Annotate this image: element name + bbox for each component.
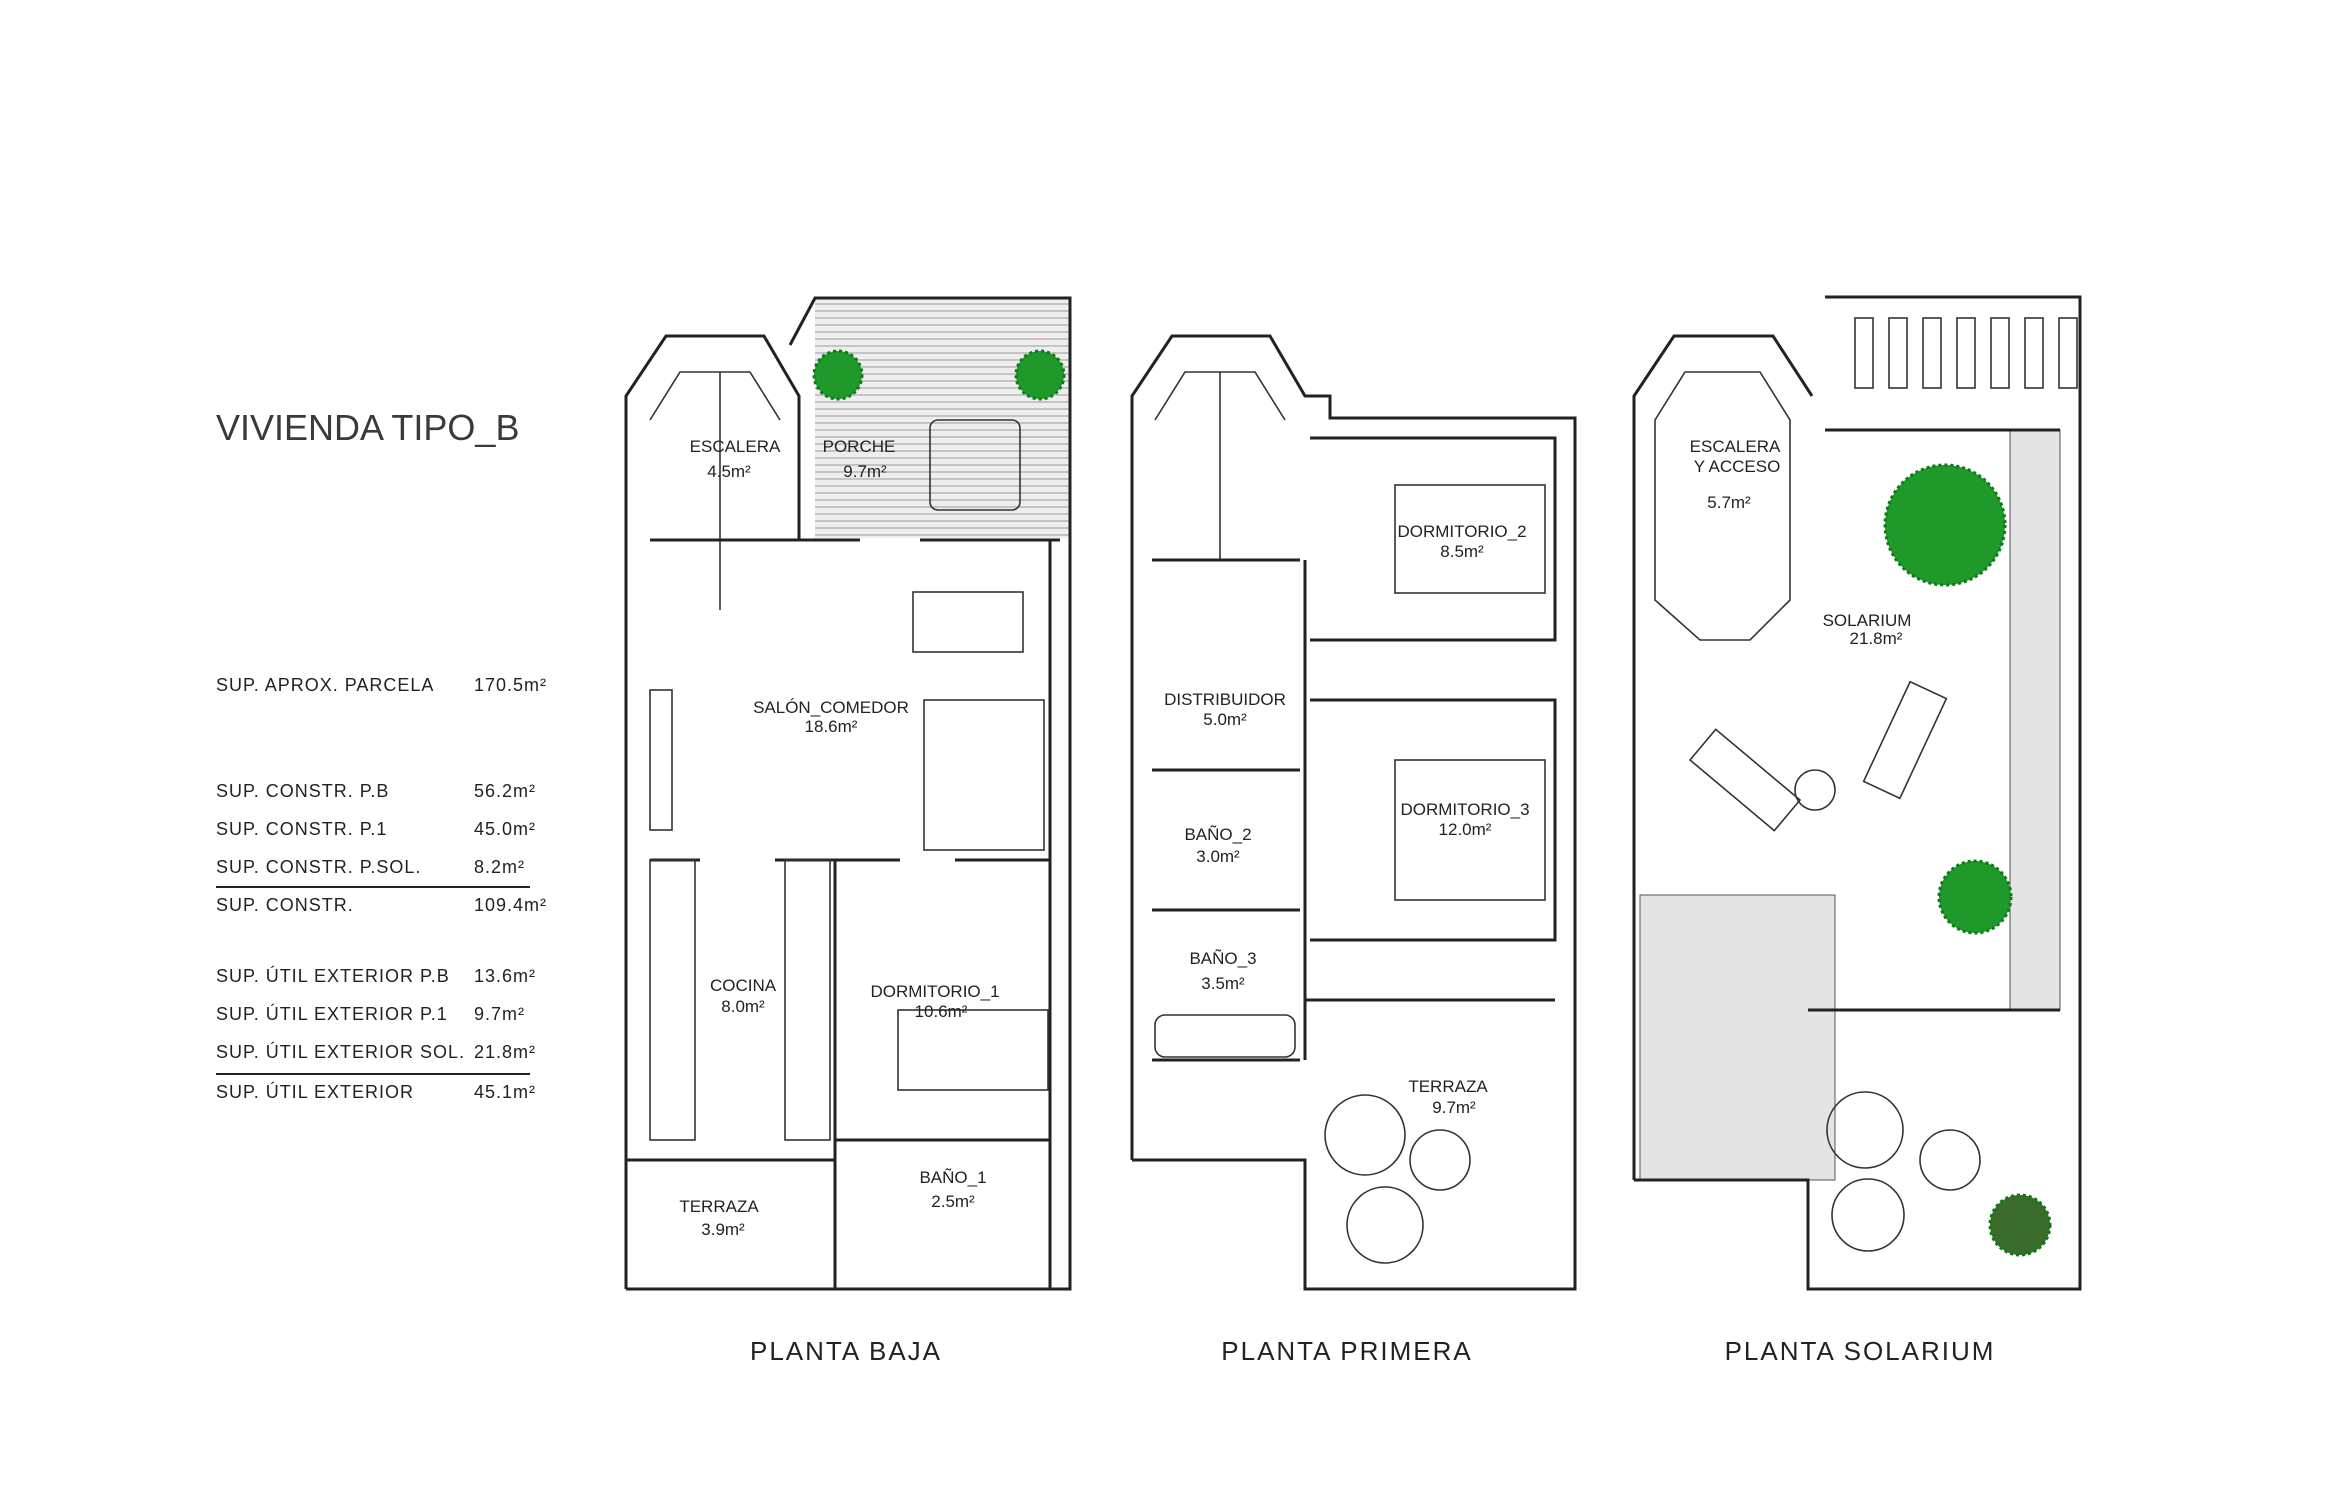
room-label: DORMITORIO_1 (870, 982, 999, 1001)
summary-value: 21.8m² (474, 1042, 536, 1062)
plant-icon (812, 349, 864, 401)
summary-label: SUP. ÚTIL EXTERIOR SOL. (216, 1041, 465, 1062)
room-area: 8.0m² (721, 997, 765, 1016)
room-label: PORCHE (823, 437, 896, 456)
room-area: 12.0m² (1439, 820, 1492, 839)
room-area: 21.8m² (1850, 629, 1903, 648)
sheet-title: VIVIENDA TIPO_B (216, 407, 519, 448)
summary-label: SUP. ÚTIL EXTERIOR (216, 1081, 414, 1102)
room-area: 9.7m² (843, 462, 887, 481)
plan-planta-primera: DISTRIBUIDOR 5.0m² DORMITORIO_2 8.5m² DO… (1130, 334, 1577, 1366)
pergola-slat (2058, 317, 2078, 389)
plan-title: PLANTA SOLARIUM (1725, 1336, 1996, 1366)
summary-label: SUP. CONSTR. P.1 (216, 819, 387, 839)
summary-value: 8.2m² (474, 857, 525, 877)
tile-band (2009, 429, 2061, 1011)
room-label: ESCALERA (690, 437, 781, 456)
pergola (1854, 317, 2078, 389)
room-label: DISTRIBUIDOR (1164, 690, 1286, 709)
summary-label: SUP. APROX. PARCELA (216, 675, 434, 695)
plan-title: PLANTA BAJA (750, 1336, 942, 1366)
plan-planta-baja: ESCALERA 4.5m² PORCHE 9.7m² SALÓN_COMEDO… (624, 296, 1072, 1366)
room-label: SALÓN_COMEDOR (753, 698, 909, 717)
summary-value: 170.5m² (474, 675, 547, 695)
plan-planta-solarium: ESCALERA Y ACCESO 5.7m² SOLARIUM 21.8m² … (1632, 295, 2082, 1366)
room-area: 3.5m² (1201, 974, 1245, 993)
pergola-slat (2024, 317, 2044, 389)
summary-label: SUP. CONSTR. (216, 895, 354, 915)
room-label: ESCALERA (1690, 437, 1781, 456)
pergola-slat (1956, 317, 1976, 389)
room-area: 4.5m² (707, 462, 751, 481)
plan-title: PLANTA PRIMERA (1221, 1336, 1472, 1366)
palm-icon (1883, 463, 2007, 587)
room-label: BAÑO_1 (919, 1168, 986, 1187)
tile-area (1639, 894, 1836, 1181)
summary-label: SUP. ÚTIL EXTERIOR P.B (216, 965, 450, 986)
summary-label: SUP. CONSTR. P.SOL. (216, 857, 421, 877)
room-area: 2.5m² (931, 1192, 975, 1211)
area-summary-table: SUP. APROX. PARCELA 170.5m² SUP. CONSTR.… (216, 675, 547, 1102)
palm-icon (1937, 859, 2013, 935)
room-label: DORMITORIO_2 (1397, 522, 1526, 541)
summary-value: 45.0m² (474, 819, 536, 839)
summary-value: 45.1m² (474, 1082, 536, 1102)
room-label: BAÑO_3 (1189, 949, 1256, 968)
room-label: COCINA (710, 976, 777, 995)
pergola-slat (1922, 317, 1942, 389)
porch-deck (815, 298, 1070, 538)
pergola-slat (1990, 317, 2010, 389)
summary-value: 56.2m² (474, 781, 536, 801)
summary-label: SUP. ÚTIL EXTERIOR P.1 (216, 1003, 448, 1024)
room-area: 9.7m² (1432, 1098, 1476, 1117)
plant-icon (1988, 1193, 2052, 1257)
room-label: DORMITORIO_3 (1400, 800, 1529, 819)
room-label: TERRAZA (679, 1197, 759, 1216)
room-area: 18.6m² (805, 717, 858, 736)
summary-value: 109.4m² (474, 895, 547, 915)
summary-label: SUP. CONSTR. P.B (216, 781, 389, 801)
room-label: BAÑO_2 (1184, 825, 1251, 844)
room-area: 5.7m² (1707, 493, 1751, 512)
pergola-slat (1854, 317, 1874, 389)
plant-icon (1014, 349, 1066, 401)
room-area: 3.0m² (1196, 847, 1240, 866)
room-label: SOLARIUM (1823, 611, 1912, 630)
room-area: 8.5m² (1440, 542, 1484, 561)
summary-value: 13.6m² (474, 966, 536, 986)
room-label: Y ACCESO (1694, 457, 1781, 476)
summary-value: 9.7m² (474, 1004, 525, 1024)
room-label: TERRAZA (1408, 1077, 1488, 1096)
room-area: 3.9m² (701, 1220, 745, 1239)
room-area: 5.0m² (1203, 710, 1247, 729)
room-area: 10.6m² (915, 1002, 968, 1021)
pergola-slat (1888, 317, 1908, 389)
